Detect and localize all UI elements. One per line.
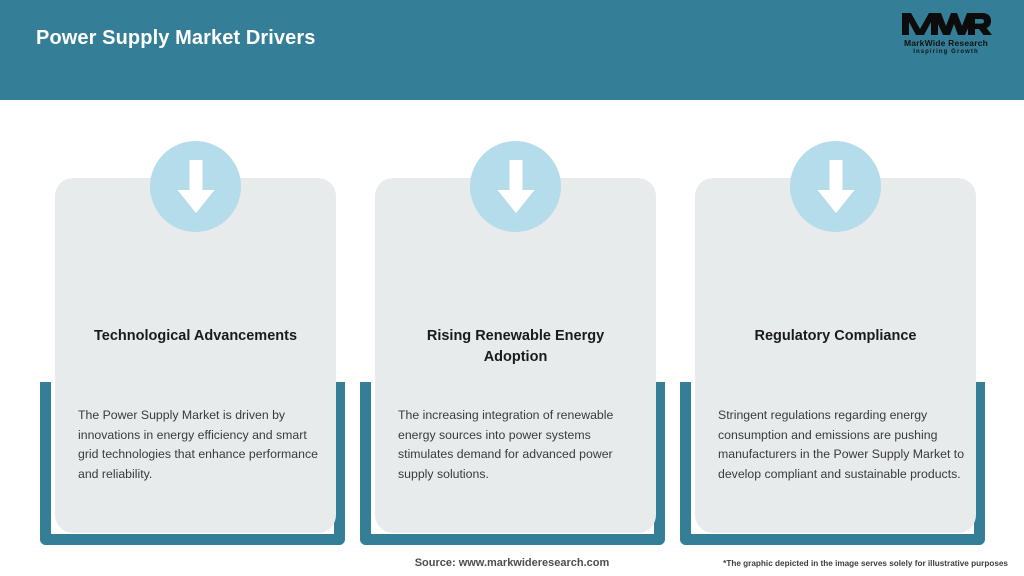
mwr-logo-icon bbox=[902, 13, 992, 35]
card-icon-circle bbox=[150, 141, 241, 232]
arrow-down-icon bbox=[177, 159, 214, 213]
card-bracket-accent bbox=[40, 382, 345, 545]
logo-tagline: Inspiring Growth bbox=[913, 49, 979, 55]
card-bracket-accent bbox=[680, 382, 985, 545]
card-title: Technological Advancements bbox=[93, 328, 298, 344]
source-label: Source: www.markwideresearch.com bbox=[414, 557, 610, 569]
card-bracket-accent bbox=[360, 382, 665, 545]
card-body-text: Stringent regulations regarding energy c… bbox=[718, 408, 965, 481]
card-body-text: The increasing integration of renewable … bbox=[398, 408, 614, 481]
card-icon-circle bbox=[790, 141, 881, 232]
arrow-down-icon bbox=[497, 159, 534, 213]
logo-company-name: MarkWide Research bbox=[903, 38, 989, 48]
card-title: Rising Renewable Energy Adoption bbox=[426, 328, 605, 365]
card-body-text: The Power Supply Market is driven by inn… bbox=[78, 408, 318, 481]
disclaimer-label: *The graphic depicted in the image serve… bbox=[723, 559, 1008, 568]
driver-cards-container: Technological Advancements The Power Sup… bbox=[0, 100, 1024, 545]
driver-card-3: Regulatory Compliance Stringent regulati… bbox=[680, 100, 990, 545]
header-bar bbox=[0, 0, 1024, 100]
driver-card-2: Rising Renewable Energy Adoption The inc… bbox=[360, 100, 670, 545]
arrow-down-icon bbox=[817, 159, 854, 213]
page-title: Power Supply Market Drivers bbox=[36, 27, 316, 49]
brand-logo: MarkWide Research Inspiring Growth bbox=[890, 10, 1002, 66]
card-icon-circle bbox=[470, 141, 561, 232]
card-panel: Rising Renewable Energy Adoption The inc… bbox=[375, 178, 656, 533]
driver-card-1: Technological Advancements The Power Sup… bbox=[40, 100, 350, 545]
card-title: Regulatory Compliance bbox=[754, 328, 917, 344]
card-panel: Regulatory Compliance Stringent regulati… bbox=[695, 178, 976, 533]
card-panel: Technological Advancements The Power Sup… bbox=[55, 178, 336, 533]
